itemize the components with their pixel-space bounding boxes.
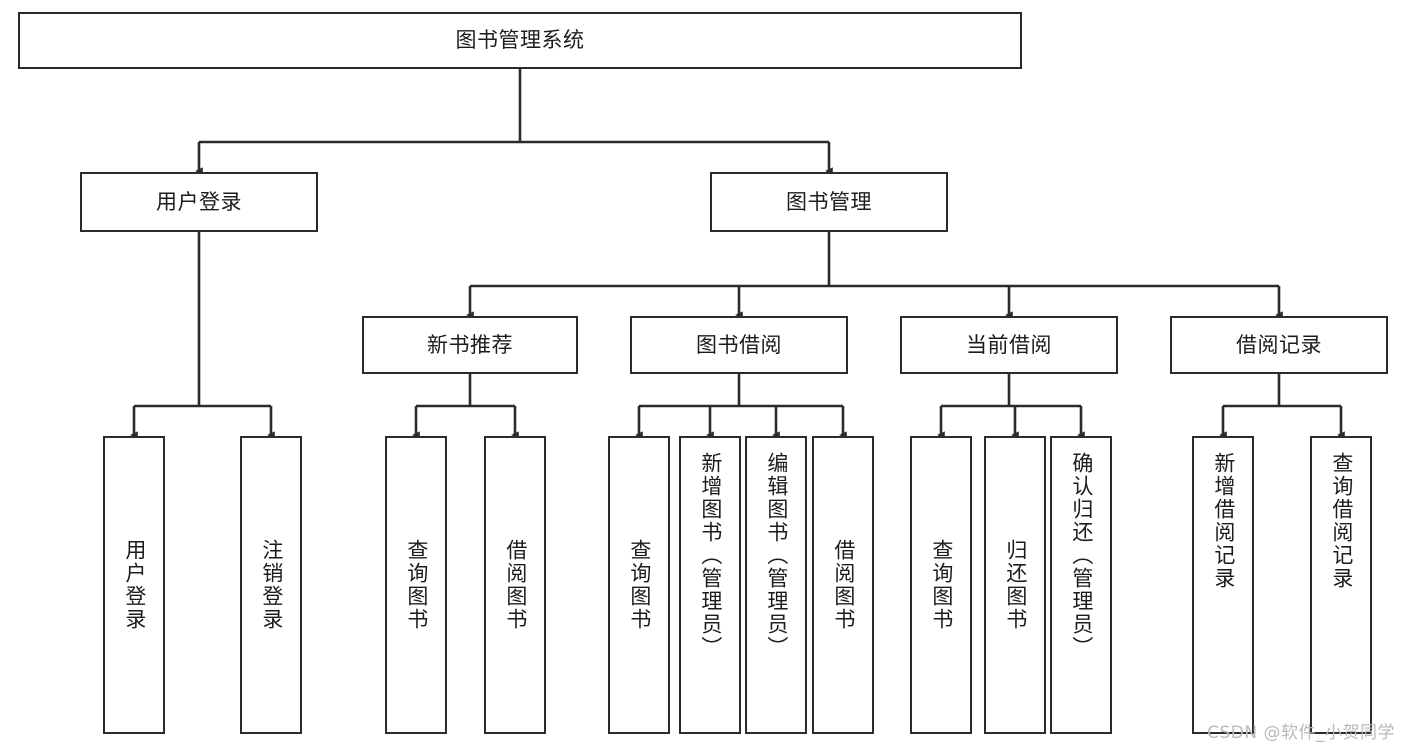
edges-group bbox=[130, 69, 1345, 439]
node-leaf-query-book-3[interactable]: 查询图书 bbox=[910, 436, 972, 734]
node-label: 查询图书 bbox=[627, 539, 652, 631]
csdn-watermark: CSDN @软件_小贺同学 bbox=[1207, 723, 1395, 743]
node-label: 借阅记录 bbox=[1236, 332, 1322, 357]
node-label: 当前借阅 bbox=[966, 332, 1052, 357]
node-label: 新书推荐 bbox=[427, 332, 513, 357]
node-leaf-confirm-return-admin[interactable]: 确认归还（管理员） bbox=[1050, 436, 1112, 734]
node-leaf-add-book-admin[interactable]: 新增图书（管理员） bbox=[679, 436, 741, 734]
node-label: 图书借阅 bbox=[696, 332, 782, 357]
node-new-book-recommend[interactable]: 新书推荐 bbox=[362, 316, 578, 374]
node-leaf-add-borrow-record[interactable]: 新增借阅记录 bbox=[1192, 436, 1254, 734]
node-user-login[interactable]: 用户登录 bbox=[80, 172, 318, 232]
node-leaf-user-login[interactable]: 用户登录 bbox=[103, 436, 165, 734]
node-leaf-return-book[interactable]: 归还图书 bbox=[984, 436, 1046, 734]
node-label: 注销登录 bbox=[259, 539, 284, 631]
node-label: 新增图书（管理员） bbox=[698, 452, 723, 659]
node-leaf-borrow-book-1[interactable]: 借阅图书 bbox=[484, 436, 546, 734]
node-book-borrow[interactable]: 图书借阅 bbox=[630, 316, 848, 374]
node-root[interactable]: 图书管理系统 bbox=[18, 12, 1022, 69]
node-label: 确认归还（管理员） bbox=[1069, 452, 1094, 659]
node-label: 查询图书 bbox=[404, 539, 429, 631]
node-label: 借阅图书 bbox=[831, 539, 856, 631]
node-label: 图书管理系统 bbox=[455, 28, 585, 53]
node-book-management[interactable]: 图书管理 bbox=[710, 172, 948, 232]
node-label: 查询借阅记录 bbox=[1329, 452, 1354, 590]
node-label: 借阅图书 bbox=[503, 539, 528, 631]
node-leaf-borrow-book-2[interactable]: 借阅图书 bbox=[812, 436, 874, 734]
node-borrow-record[interactable]: 借阅记录 bbox=[1170, 316, 1388, 374]
node-leaf-edit-book-admin[interactable]: 编辑图书（管理员） bbox=[745, 436, 807, 734]
node-label: 编辑图书（管理员） bbox=[764, 452, 789, 659]
node-leaf-logout-login[interactable]: 注销登录 bbox=[240, 436, 302, 734]
node-label: 用户登录 bbox=[156, 189, 242, 214]
node-current-borrow[interactable]: 当前借阅 bbox=[900, 316, 1118, 374]
node-leaf-query-book-1[interactable]: 查询图书 bbox=[385, 436, 447, 734]
node-label: 用户登录 bbox=[122, 539, 147, 631]
node-label: 图书管理 bbox=[786, 189, 872, 214]
node-leaf-query-borrow-record[interactable]: 查询借阅记录 bbox=[1310, 436, 1372, 734]
node-label: 新增借阅记录 bbox=[1211, 452, 1236, 590]
node-label: 查询图书 bbox=[929, 539, 954, 631]
node-label: 归还图书 bbox=[1003, 539, 1028, 631]
node-leaf-query-book-2[interactable]: 查询图书 bbox=[608, 436, 670, 734]
